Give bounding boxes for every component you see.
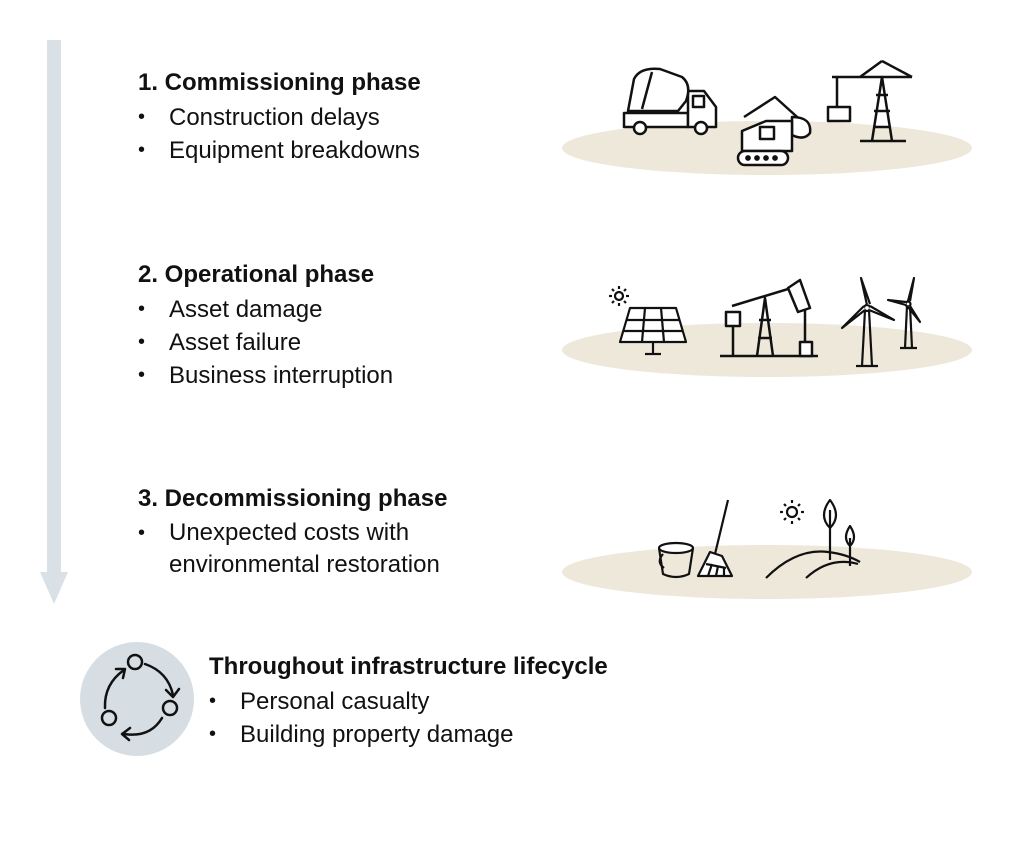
cement-mixer-truck-icon — [622, 67, 718, 136]
risk-item: Business interruption — [138, 359, 393, 392]
risk-item: Personal casualty — [209, 685, 608, 718]
lifecycle-risk-list: Personal casualty Building property dama… — [209, 685, 608, 751]
lifecycle-section: Throughout infrastructure lifecycle Pers… — [209, 653, 608, 751]
lifecycle-title: Throughout infrastructure lifecycle — [209, 653, 608, 680]
phase-risk-list: Construction delays Equipment breakdowns — [138, 101, 421, 167]
commissioning-illustration — [562, 59, 972, 175]
phase-operational: 2. Operational phase Asset damage Asset … — [138, 261, 393, 392]
risk-item: Asset failure — [138, 326, 393, 359]
risk-item: Construction delays — [138, 101, 421, 134]
oil-pump-jack-icon — [720, 278, 818, 358]
decommissioning-illustration — [562, 498, 972, 599]
phase-decommissioning: 3. Decommissioning phase Unexpected cost… — [138, 485, 489, 581]
phase-title: 2. Operational phase — [138, 261, 375, 288]
phase-title: 1. Commissioning phase — [138, 69, 421, 96]
excavator-icon — [736, 95, 812, 167]
lifecycle-cycle-icon — [80, 642, 194, 756]
risk-item: Unexpected costs with environmental rest… — [138, 517, 489, 581]
phase-title: 3. Decommissioning phase — [138, 485, 448, 512]
risk-item: Equipment breakdowns — [138, 134, 421, 167]
phase-risk-list: Asset damage Asset failure Business inte… — [138, 293, 393, 392]
bucket-and-broom-icon — [657, 499, 734, 579]
landscape-with-trees-icon — [765, 498, 861, 579]
wind-turbine-icon — [840, 276, 922, 368]
risk-item: Building property damage — [209, 718, 608, 751]
tower-crane-icon — [826, 59, 913, 143]
solar-panel-icon — [609, 286, 688, 356]
phase-risk-list: Unexpected costs with environmental rest… — [138, 517, 489, 581]
phase-commissioning: 1. Commissioning phase Construction dela… — [138, 69, 421, 167]
timeline-arrow — [40, 40, 68, 604]
risk-item: Asset damage — [138, 293, 393, 326]
operational-illustration — [562, 276, 972, 377]
